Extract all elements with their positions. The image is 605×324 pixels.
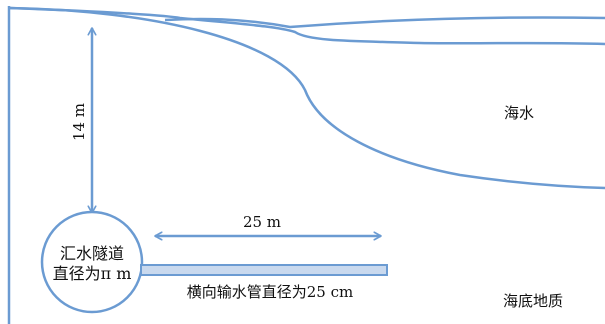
horizontal-pipe <box>140 264 388 276</box>
pipe-description-label: 横向输水管直径为25 cm <box>187 283 353 301</box>
tunnel-label-line1: 汇水隧道 <box>60 244 124 263</box>
pipe-length-label: 25 m <box>243 213 281 231</box>
sea-wave-line <box>164 16 605 29</box>
seawater-label: 海水 <box>504 104 534 122</box>
seabed-boundary-curve <box>8 6 605 190</box>
tunnel-label-line2: 直径为π m <box>53 264 132 283</box>
seabed-label: 海底地质 <box>503 292 563 310</box>
depth-label: 14 m <box>70 103 88 141</box>
sea-surface-line <box>8 6 605 46</box>
collection-tunnel-circle <box>40 210 144 314</box>
